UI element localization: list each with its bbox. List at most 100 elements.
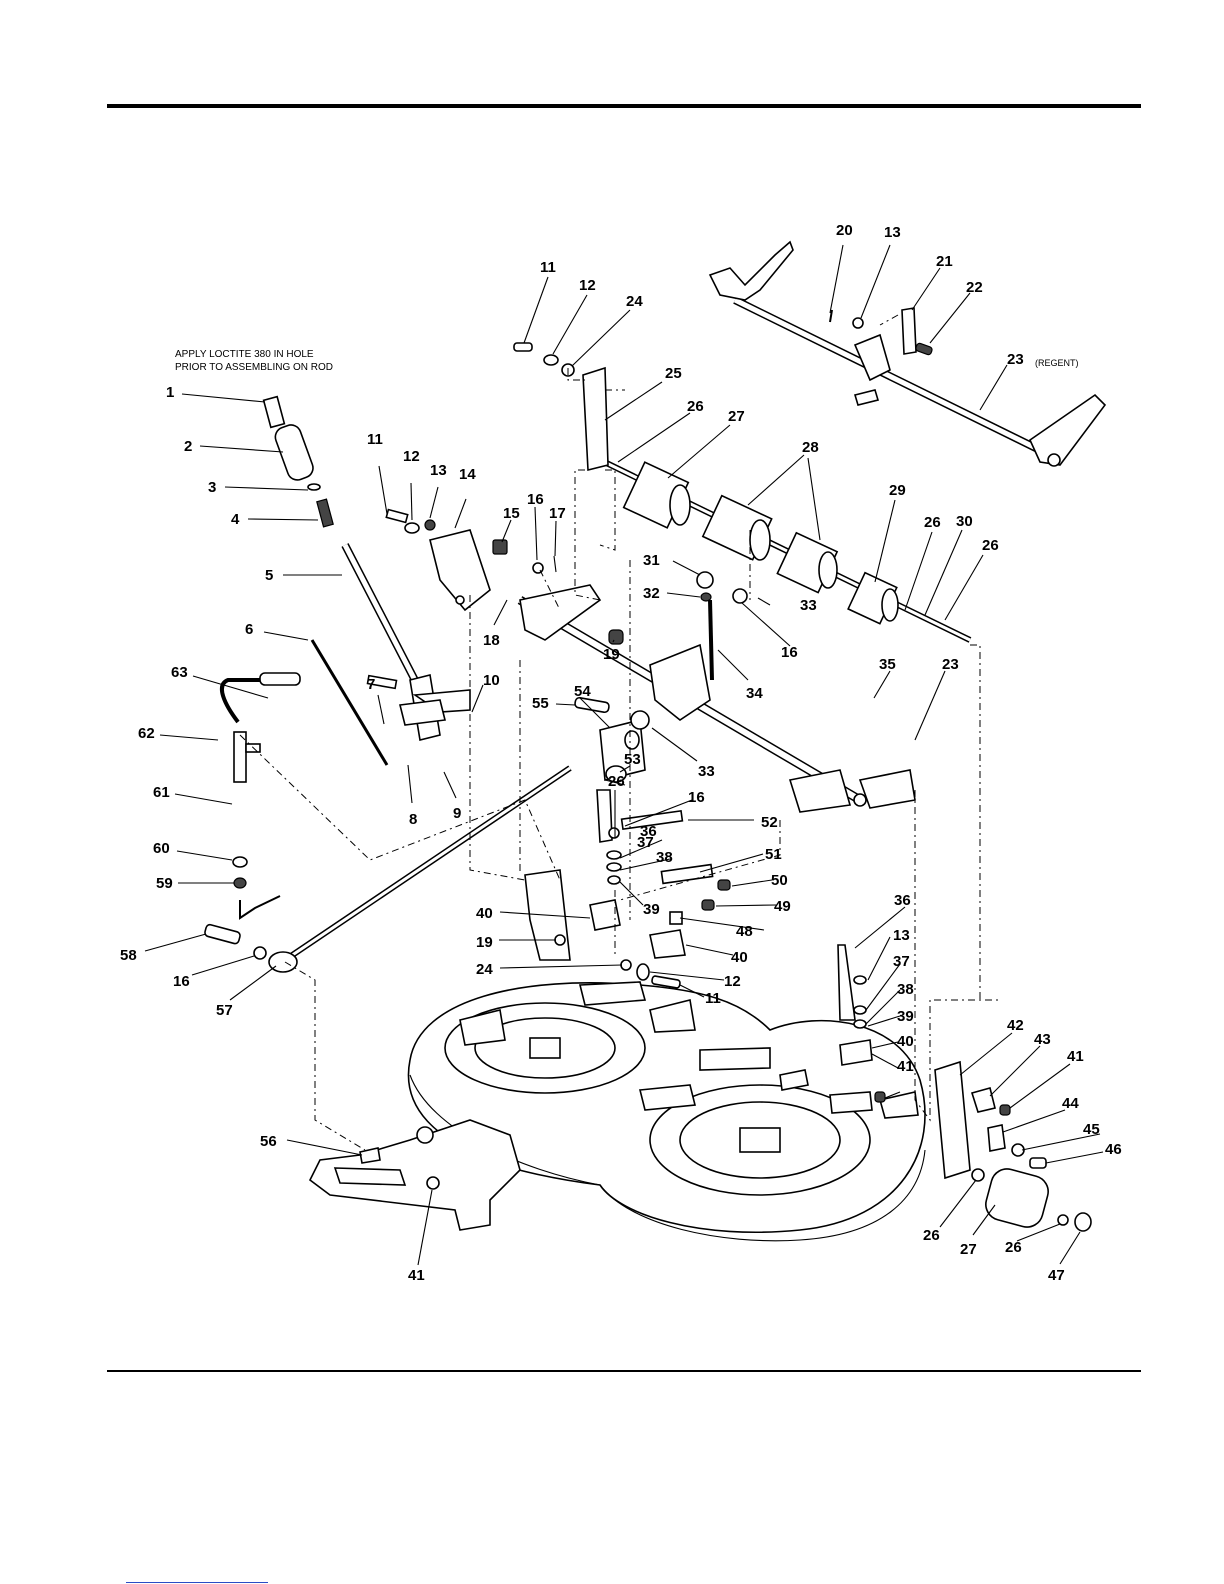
callout: 13 [430, 462, 447, 479]
callout: 11 [540, 259, 556, 276]
callout: 59 [156, 875, 173, 892]
lift-handle-parts [204, 395, 572, 973]
callout: 23 [1007, 351, 1024, 368]
callout: 40 [476, 905, 493, 922]
callout: 36 [894, 892, 911, 909]
callout-numbers: 1 2 3 4 5 6 63 62 61 60 59 58 16 57 7 8 … [120, 222, 1122, 1284]
callout: 22 [966, 279, 983, 296]
callout: 2 [184, 438, 192, 455]
callout: 25 [665, 365, 682, 382]
callout: 8 [409, 811, 417, 828]
callout: 19 [603, 646, 620, 663]
middle-brackets [385, 508, 748, 989]
loctite-note-line-1: APPLY LOCTITE 380 IN HOLE [175, 349, 314, 360]
callout: 39 [643, 901, 660, 918]
callout: 1 [166, 384, 174, 401]
anti-scalp-roller-assembly [582, 366, 972, 643]
callout: 3 [208, 479, 216, 496]
callout: 26 [982, 537, 999, 554]
callout: 46 [1105, 1141, 1122, 1158]
callout: 43 [1034, 1031, 1051, 1048]
callout: 58 [120, 947, 137, 964]
callout: 37 [893, 953, 910, 970]
callout: 15 [503, 505, 520, 522]
callout: 48 [736, 923, 753, 940]
callout: 26 [1005, 1239, 1022, 1256]
loctite-note-line-2: PRIOR TO ASSEMBLING ON ROD [175, 362, 333, 373]
callout: 26 [608, 773, 625, 790]
callout: 17 [549, 505, 566, 522]
callout: 23 [942, 656, 959, 673]
callout: 40 [731, 949, 748, 966]
callout: 33 [698, 763, 715, 780]
callout: 33 [800, 597, 817, 614]
callout: 62 [138, 725, 155, 742]
callout: 26 [923, 1227, 940, 1244]
callout: 40 [897, 1033, 914, 1050]
callout: 41 [1067, 1048, 1084, 1065]
callout: 41 [897, 1058, 914, 1075]
callout: 29 [889, 482, 906, 499]
callout: 56 [260, 1133, 277, 1150]
callout: 38 [656, 849, 673, 866]
callout: 38 [897, 981, 914, 998]
callout: 36 [640, 823, 657, 840]
callout: 10 [483, 672, 500, 689]
callout: 24 [476, 961, 493, 978]
callout: 53 [624, 751, 641, 768]
callout: 27 [960, 1241, 977, 1258]
callout: 20 [836, 222, 853, 239]
mower-deck [308, 981, 926, 1242]
callout: 41 [408, 1267, 425, 1284]
regent-note: (REGENT) [1035, 358, 1079, 368]
callout: 27 [728, 408, 745, 425]
callout: 19 [476, 934, 493, 951]
callout: 52 [761, 814, 778, 831]
callout: 50 [771, 872, 788, 889]
callout: 63 [171, 664, 188, 681]
callout: 45 [1083, 1121, 1100, 1138]
callout: 16 [688, 789, 705, 806]
callout: 31 [643, 552, 660, 569]
callout: 16 [173, 973, 190, 990]
callout: 26 [924, 514, 941, 531]
callout: 16 [527, 491, 544, 508]
callout: 37 [637, 834, 654, 851]
right-side-parts [513, 307, 1092, 1232]
callout: 35 [879, 656, 896, 673]
callout: 12 [403, 448, 420, 465]
footer-link-underline[interactable] [126, 1582, 268, 1583]
callout: 47 [1048, 1267, 1065, 1284]
callout: 57 [216, 1002, 233, 1019]
callout: 30 [956, 513, 973, 530]
header-rule [107, 104, 1141, 108]
assembly-lines [239, 314, 1000, 1151]
callout: 49 [774, 898, 791, 915]
callout: 26 [687, 398, 704, 415]
callout: 12 [724, 973, 741, 990]
callout: 60 [153, 840, 170, 857]
callout: 9 [453, 805, 461, 822]
callout: 21 [936, 253, 953, 270]
rear-lift-shaft [708, 240, 1107, 467]
callout: 54 [574, 683, 591, 700]
callout: 5 [265, 567, 273, 584]
callout: 18 [483, 632, 500, 649]
callout: 24 [626, 293, 643, 310]
callout: 4 [231, 511, 240, 528]
callout: 12 [579, 277, 596, 294]
callout-leaders [144, 244, 1104, 1266]
callout: 6 [245, 621, 253, 638]
callout: 28 [802, 439, 819, 456]
footer-rule [107, 1370, 1141, 1372]
callout: 13 [893, 927, 910, 944]
callout: 55 [532, 695, 549, 712]
callout: 16 [781, 644, 798, 661]
callout: 34 [746, 685, 763, 702]
callout: 11 [367, 431, 383, 448]
callout: 42 [1007, 1017, 1024, 1034]
callout: 13 [884, 224, 901, 241]
callout: 14 [459, 466, 476, 483]
callout: 39 [897, 1008, 914, 1025]
